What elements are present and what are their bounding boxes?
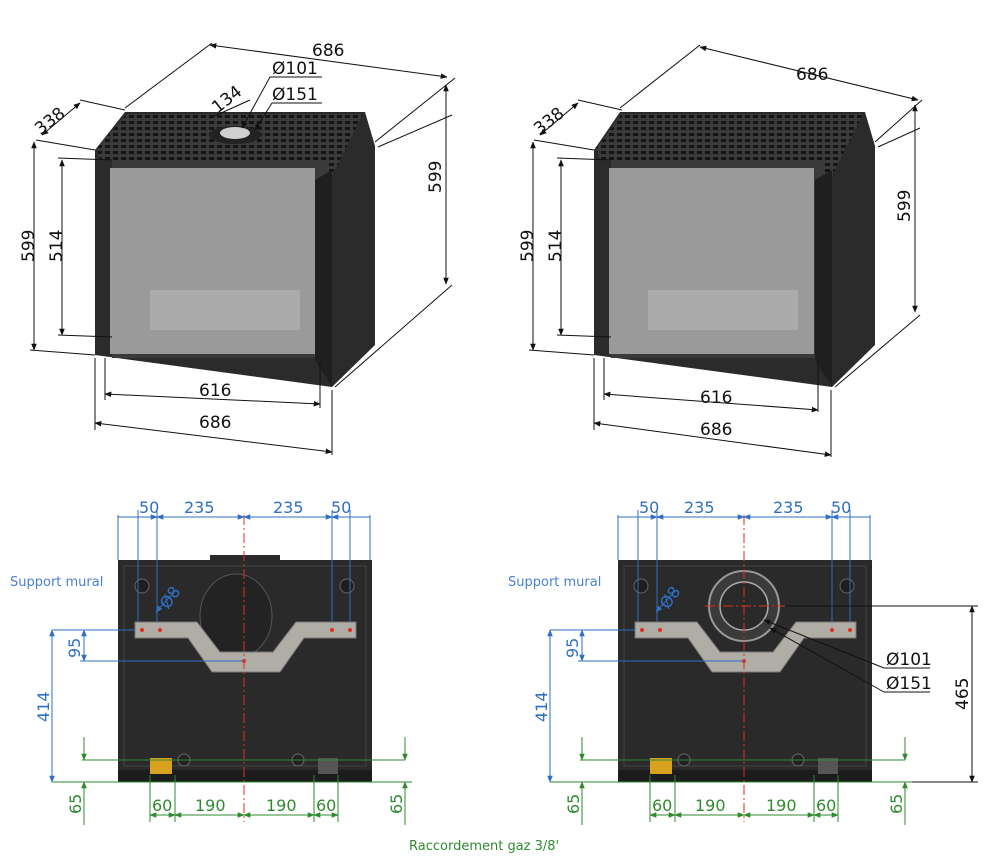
dim-65-left-right: 65 <box>564 794 583 814</box>
dim-top-4-right: 50 <box>831 498 851 517</box>
dim-height-right-right: 599 <box>895 190 915 222</box>
wall-bracket-left <box>134 621 357 673</box>
dim-465-right: 465 <box>953 678 973 710</box>
dim-top-1-left: 50 <box>139 498 159 517</box>
dim-top-4-left: 50 <box>331 498 351 517</box>
dim-bottom-2-right: 190 <box>695 796 726 815</box>
dim-bottom-2-left: 190 <box>195 796 226 815</box>
gas-connector-left <box>150 758 172 774</box>
dim-top-width-left: 686 <box>312 41 344 61</box>
dim-bottom-width-left: 686 <box>199 413 231 433</box>
dim-top-3-left: 235 <box>273 498 304 517</box>
dim-bottom-1-right: 60 <box>652 796 672 815</box>
dim-65-right-right: 65 <box>887 794 906 814</box>
dim-depth-right: 338 <box>530 104 568 140</box>
dim-d151-left: Ø151 <box>272 85 318 105</box>
dim-414-right: 414 <box>532 691 551 722</box>
dim-d151-right: Ø151 <box>886 674 932 694</box>
dim-414-left: 414 <box>34 691 53 722</box>
dim-bottom-4-right: 60 <box>816 796 836 815</box>
dim-depth-left: 338 <box>31 104 69 140</box>
dim-95-left: 95 <box>65 638 84 658</box>
bottom-right-view: 50 235 235 50 Support mural Ø8 95 414 46… <box>508 498 978 825</box>
bottom-left-view: 50 235 235 50 Support mural Ø8 95 414 65… <box>10 498 412 825</box>
dim-glass-width-left: 616 <box>199 381 231 401</box>
fireplace-body-left <box>95 112 375 387</box>
dim-bottom-width-right: 686 <box>700 420 732 440</box>
dim-d101-left: Ø101 <box>272 59 318 79</box>
top-right-view: 686 338 599 599 514 616 686 <box>518 44 923 457</box>
dim-65-left-left: 65 <box>66 794 85 814</box>
dim-glass-width-right: 616 <box>700 388 732 408</box>
support-mural-label-right: Support mural <box>508 575 601 590</box>
back-panel-right <box>618 560 872 782</box>
dim-height-left-right: 599 <box>518 230 538 262</box>
dim-65-right-left: 65 <box>387 794 406 814</box>
dim-top-width-right: 686 <box>796 65 828 85</box>
gas-connector-right <box>650 758 672 774</box>
dim-top-2-right: 235 <box>684 498 715 517</box>
back-panel-left <box>118 555 372 782</box>
dim-top-2-left: 235 <box>184 498 215 517</box>
dim-bottom-4-left: 60 <box>316 796 336 815</box>
dim-95-right: 95 <box>563 638 582 658</box>
dim-bottom-3-right: 190 <box>766 796 797 815</box>
dim-height-left-left: 599 <box>19 230 39 262</box>
fireplace-body-right <box>594 112 875 387</box>
dim-d101-right: Ø101 <box>886 650 932 670</box>
dim-top-3-right: 235 <box>773 498 804 517</box>
gas-connection-label: Raccordement gaz 3/8' <box>409 839 559 854</box>
dim-glass-height-right: 514 <box>546 230 566 262</box>
dim-glass-height-left: 514 <box>47 230 67 262</box>
dim-bottom-3-left: 190 <box>266 796 297 815</box>
dim-height-right-left: 599 <box>426 161 446 193</box>
dim-bottom-1-left: 60 <box>152 796 172 815</box>
support-mural-label-left: Support mural <box>10 575 103 590</box>
flue-pipe-left <box>220 127 250 139</box>
dim-top-1-right: 50 <box>639 498 659 517</box>
top-left-view: 686 338 134 Ø101 Ø151 599 599 514 616 68… <box>19 41 456 455</box>
